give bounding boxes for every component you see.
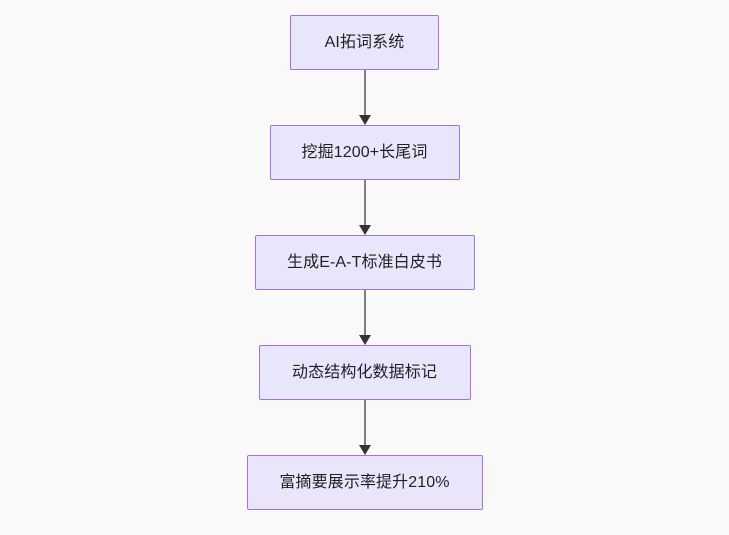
flow-edge-n3-n4 (358, 290, 372, 345)
flow-node-generate-eat-whitepaper[interactable]: 生成E-A-T标准白皮书 (254, 235, 475, 290)
flow-node-label: 生成E-A-T标准白皮书 (287, 253, 442, 271)
flow-node-label: 富摘要展示率提升210% (279, 473, 450, 491)
edge-line (363, 290, 366, 336)
flow-node-rich-snippet-impression-uplift[interactable]: 富摘要展示率提升210% (246, 455, 483, 510)
edge-line (363, 400, 366, 446)
flow-edge-n2-n3 (358, 180, 372, 235)
edge-line (363, 70, 366, 116)
flow-node-dynamic-structured-data-markup[interactable]: 动态结构化数据标记 (258, 345, 471, 400)
flow-node-mine-longtail-keywords[interactable]: 挖掘1200+长尾词 (269, 125, 460, 180)
flow-edge-n4-n5 (358, 400, 372, 455)
flow-edge-n1-n2 (358, 70, 372, 125)
flow-node-ai-expansion-system[interactable]: AI拓词系统 (290, 15, 439, 70)
flow-node-label: 挖掘1200+长尾词 (301, 143, 428, 161)
arrow-down-icon (358, 445, 371, 455)
edge-line (363, 180, 366, 226)
arrow-down-icon (358, 225, 371, 235)
arrow-down-icon (358, 115, 371, 125)
arrow-down-icon (358, 335, 371, 345)
flow-node-label: AI拓词系统 (324, 33, 405, 51)
flow-node-label: 动态结构化数据标记 (292, 363, 437, 381)
